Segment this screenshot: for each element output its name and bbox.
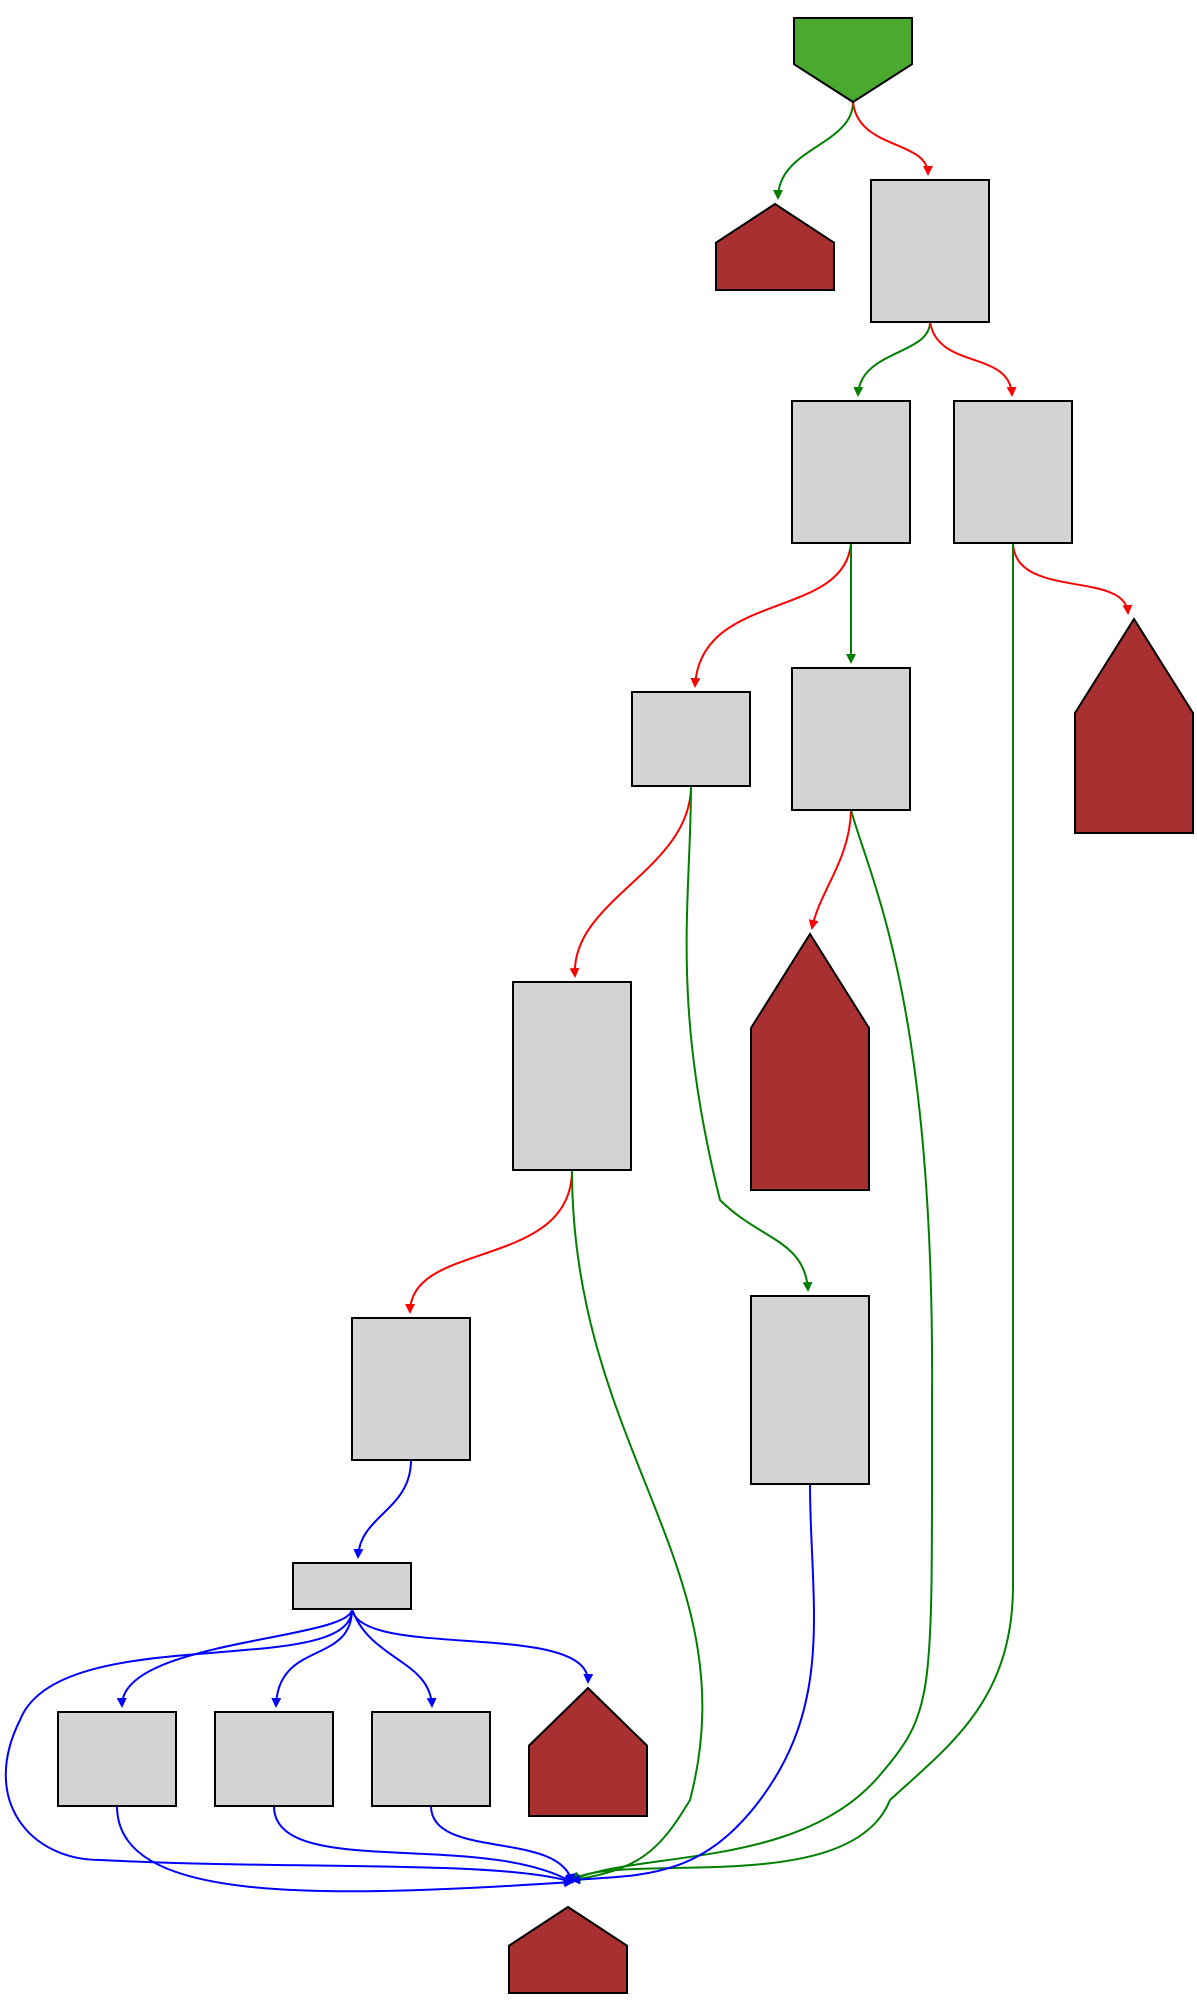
edge-true-n6-to-n17 bbox=[570, 809, 934, 1882]
nodes-layer bbox=[57, 17, 1194, 1994]
basic-block-node bbox=[371, 1711, 491, 1807]
basic-block-node bbox=[351, 1317, 471, 1461]
basic-block-node bbox=[750, 1295, 870, 1485]
exit-node bbox=[715, 202, 835, 291]
basic-block-node bbox=[292, 1562, 412, 1610]
edge-uncond-n12-to-n13 bbox=[116, 1608, 353, 1708]
exit-node bbox=[1074, 617, 1194, 834]
edge-true-n5-to-n11 bbox=[685, 785, 813, 1292]
edge-uncond-n13-to-n17 bbox=[116, 1805, 574, 1893]
edge-uncond-n12-to-n16 bbox=[351, 1608, 594, 1684]
exit-node bbox=[528, 1686, 648, 1817]
basic-block-node bbox=[214, 1711, 334, 1807]
edge-true-n8-to-n17 bbox=[570, 1169, 704, 1884]
basic-block-node bbox=[631, 691, 751, 787]
edge-uncond-n12-to-n17 bbox=[4, 1608, 574, 1885]
basic-block-node bbox=[791, 400, 911, 544]
edge-true-n0-to-n1 bbox=[773, 101, 854, 200]
entry-node bbox=[793, 17, 913, 104]
edges-layer bbox=[4, 101, 1133, 1893]
basic-block-node bbox=[870, 179, 990, 323]
edge-uncond-n11-to-n17 bbox=[570, 1483, 815, 1885]
edge-uncond-n12-to-n14 bbox=[271, 1608, 353, 1708]
basic-block-node bbox=[57, 1711, 177, 1807]
exit-node bbox=[750, 932, 870, 1191]
basic-block-node bbox=[791, 667, 911, 811]
edge-uncond-n10-to-n12 bbox=[353, 1459, 412, 1559]
edge-true-n2-to-n3 bbox=[853, 321, 931, 397]
edge-false-n2-to-n4 bbox=[929, 321, 1017, 397]
edge-uncond-n14-to-n17 bbox=[273, 1805, 574, 1883]
basic-block-node bbox=[512, 981, 632, 1171]
edge-uncond-n15-to-n17 bbox=[430, 1805, 576, 1884]
edge-false-n5-to-n8 bbox=[569, 785, 692, 978]
edge-false-n4-to-n7 bbox=[1012, 542, 1133, 615]
edge-false-n3-to-n5 bbox=[690, 542, 852, 688]
edge-uncond-n12-to-n15 bbox=[351, 1608, 437, 1708]
basic-block-node bbox=[953, 400, 1073, 544]
edge-true-n4-to-n17 bbox=[570, 543, 1015, 1882]
exit-node bbox=[508, 1905, 628, 1994]
edge-false-n6-to-n9 bbox=[808, 809, 852, 930]
edge-false-n0-to-n2 bbox=[852, 101, 933, 176]
edge-false-n8-to-n10 bbox=[405, 1169, 573, 1314]
